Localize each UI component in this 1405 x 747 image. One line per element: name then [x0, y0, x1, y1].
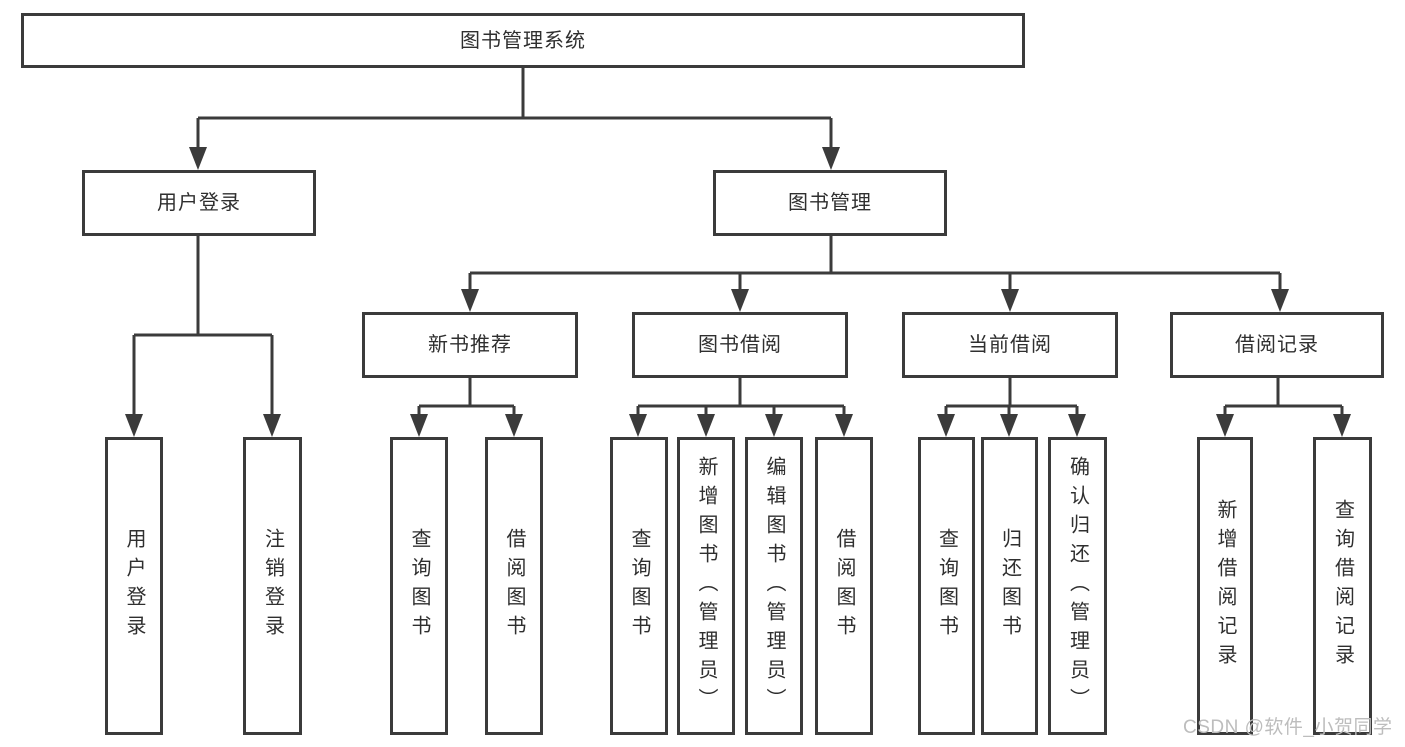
- leaf-return-books-label: 归还图书: [998, 528, 1021, 644]
- leaf-query-borrow-record-label: 查询借阅记录: [1331, 499, 1354, 673]
- node-book-management: 图书管理: [713, 170, 947, 236]
- leaf-edit-book-admin-label: 编辑图书（管理员）: [763, 455, 785, 717]
- leaf-add-borrow-record: 新增借阅记录: [1197, 437, 1253, 735]
- node-book-management-label: 图书管理: [788, 192, 872, 214]
- leaf-confirm-return-admin-label: 确认归还（管理员）: [1066, 455, 1089, 717]
- node-book-borrowing: 图书借阅: [632, 312, 848, 378]
- leaf-borrow-books-recommend-label: 借阅图书: [503, 528, 525, 644]
- leaf-query-borrow-record: 查询借阅记录: [1313, 437, 1372, 735]
- node-borrowing-records-label: 借阅记录: [1235, 334, 1319, 356]
- leaf-edit-book-admin: 编辑图书（管理员）: [745, 437, 803, 735]
- leaf-query-books-borrowing: 查询图书: [610, 437, 668, 735]
- leaf-logout: 注销登录: [243, 437, 302, 735]
- node-current-borrowing: 当前借阅: [902, 312, 1118, 378]
- leaf-query-books-recommend: 查询图书: [390, 437, 448, 735]
- leaf-confirm-return-admin: 确认归还（管理员）: [1048, 437, 1107, 735]
- arrowheads: [125, 147, 1351, 437]
- leaf-user-login-label: 用户登录: [123, 528, 145, 644]
- leaf-add-book-admin: 新增图书（管理员）: [677, 437, 735, 735]
- node-new-book-recommendation: 新书推荐: [362, 312, 578, 378]
- leaf-borrow-books-borrowing-label: 借阅图书: [833, 528, 855, 644]
- leaf-user-login: 用户登录: [105, 437, 163, 735]
- leaf-return-books: 归还图书: [981, 437, 1038, 735]
- node-user-login: 用户登录: [82, 170, 316, 236]
- node-user-login-label: 用户登录: [157, 192, 241, 214]
- leaf-add-borrow-record-label: 新增借阅记录: [1214, 499, 1236, 673]
- leaf-query-books-recommend-label: 查询图书: [408, 528, 430, 644]
- node-root-label: 图书管理系统: [460, 29, 586, 52]
- leaf-add-book-admin-label: 新增图书（管理员）: [695, 455, 717, 717]
- node-current-borrowing-label: 当前借阅: [968, 334, 1052, 356]
- leaf-logout-label: 注销登录: [261, 528, 284, 644]
- leaf-borrow-books-borrowing: 借阅图书: [815, 437, 873, 735]
- leaf-borrow-books-recommend: 借阅图书: [485, 437, 543, 735]
- leaf-query-books-current-label: 查询图书: [935, 528, 958, 644]
- node-book-borrowing-label: 图书借阅: [698, 334, 782, 356]
- node-borrowing-records: 借阅记录: [1170, 312, 1384, 378]
- csdn-watermark: CSDN @软件_小贺同学: [1183, 717, 1393, 738]
- node-new-book-recommendation-label: 新书推荐: [428, 334, 512, 356]
- leaf-query-books-borrowing-label: 查询图书: [628, 528, 650, 644]
- node-root: 图书管理系统: [21, 13, 1025, 68]
- leaf-query-books-current: 查询图书: [918, 437, 975, 735]
